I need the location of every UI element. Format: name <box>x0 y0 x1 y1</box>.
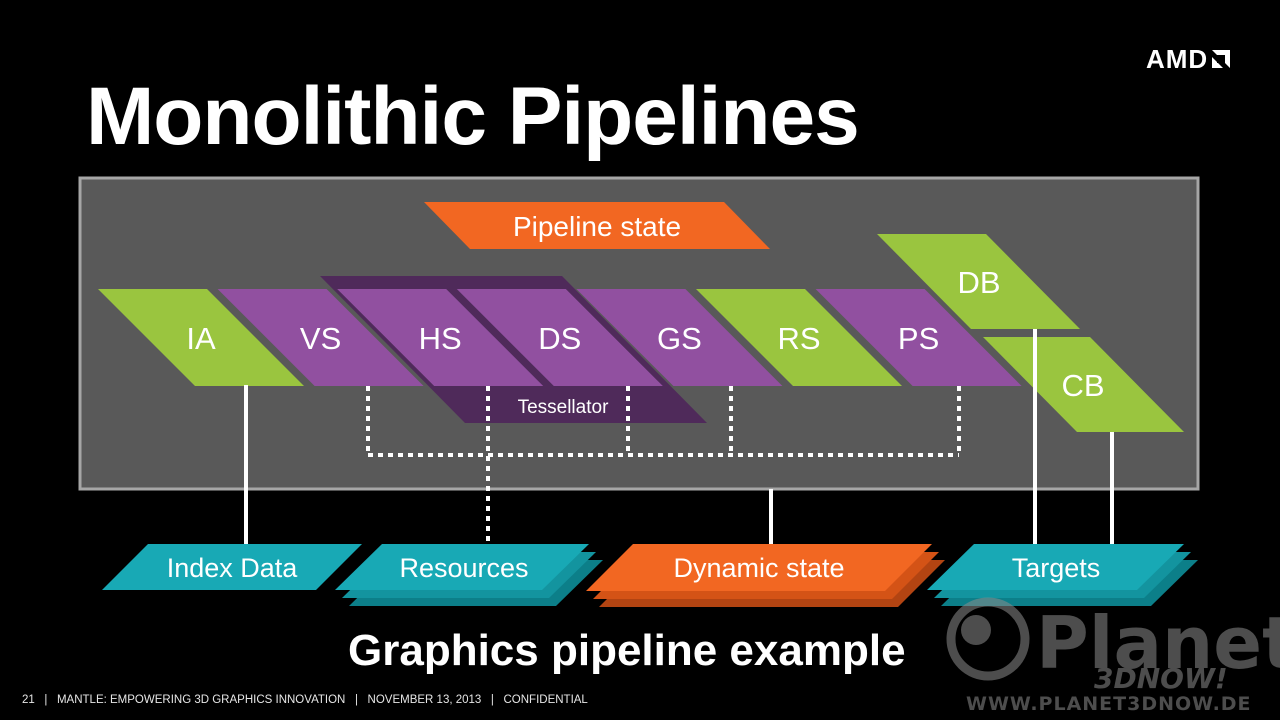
stage-gs-label: GS <box>657 321 702 356</box>
footer-status: CONFIDENTIAL <box>503 694 588 706</box>
pipeline-state-block <box>424 202 770 249</box>
stage-vs-label: VS <box>300 321 341 356</box>
amd-logo: AMD <box>1146 44 1231 75</box>
stage-gs-block <box>576 289 783 386</box>
solid-connectors <box>244 329 1114 545</box>
tessellator-label: Tessellator <box>518 397 609 418</box>
footer-page-number: 21 <box>22 694 35 706</box>
watermark-logo-dot <box>961 615 991 645</box>
resources-label: Resources <box>399 553 528 583</box>
stage-ds-block <box>456 289 663 386</box>
footer-title: MANTLE: EMPOWERING 3D GRAPHICS INNOVATIO… <box>56 694 346 706</box>
input-resources: Resources <box>335 544 603 606</box>
watermark: Planet 3DNOW! WWW.PLANET3DNOW.DE <box>946 597 1280 715</box>
stage-ds-label: DS <box>538 321 581 356</box>
footer: 21 | MANTLE: EMPOWERING 3D GRAPHICS INNO… <box>22 694 588 706</box>
pipeline-state-label: Pipeline state <box>513 211 681 242</box>
targets-block <box>927 544 1184 590</box>
stages-layer: IA VS HS DS GS RS PS <box>98 289 1022 386</box>
index-data-label: Index Data <box>167 553 299 583</box>
db-label: DB <box>957 265 1000 300</box>
index-data-block <box>102 544 362 590</box>
page-title: Monolithic Pipelines <box>86 71 860 162</box>
stage-rs-block <box>696 289 902 386</box>
dynamic-state-block <box>586 544 932 591</box>
footer-sep-2: | <box>345 694 368 706</box>
amd-logo-text: AMD <box>1146 44 1209 74</box>
input-dynamic-state: Dynamic state <box>586 544 945 607</box>
stage-ia-block <box>98 289 304 386</box>
resources-block <box>335 544 589 590</box>
stage-rs-label: RS <box>777 321 820 356</box>
watermark-tagline: 3DNOW! <box>1094 662 1228 695</box>
stage-hs-block <box>337 289 544 386</box>
watermark-logo-icon <box>946 597 1030 681</box>
input-targets: Targets <box>927 544 1198 606</box>
dynamic-state-label: Dynamic state <box>673 553 844 583</box>
stage-ps-label: PS <box>898 321 939 356</box>
stage-hs-label: HS <box>419 321 462 356</box>
footer-date: NOVEMBER 13, 2013 <box>367 694 482 706</box>
footer-sep-3: | <box>481 694 504 706</box>
amd-arrow-icon <box>1212 50 1231 68</box>
footer-sep-1: | <box>34 694 57 706</box>
stage-ps-block <box>815 289 1022 386</box>
watermark-url: WWW.PLANET3DNOW.DE <box>966 693 1252 715</box>
stage-ia-label: IA <box>186 321 216 356</box>
targets-label: Targets <box>1012 553 1101 583</box>
watermark-brand: Planet <box>1036 601 1280 685</box>
diagram-caption: Graphics pipeline example <box>348 626 906 675</box>
cb-label: CB <box>1061 368 1104 403</box>
stage-vs-block <box>217 289 424 386</box>
db-block <box>877 234 1080 329</box>
dotted-connectors <box>366 386 961 545</box>
input-index-data: Index Data <box>102 544 362 590</box>
